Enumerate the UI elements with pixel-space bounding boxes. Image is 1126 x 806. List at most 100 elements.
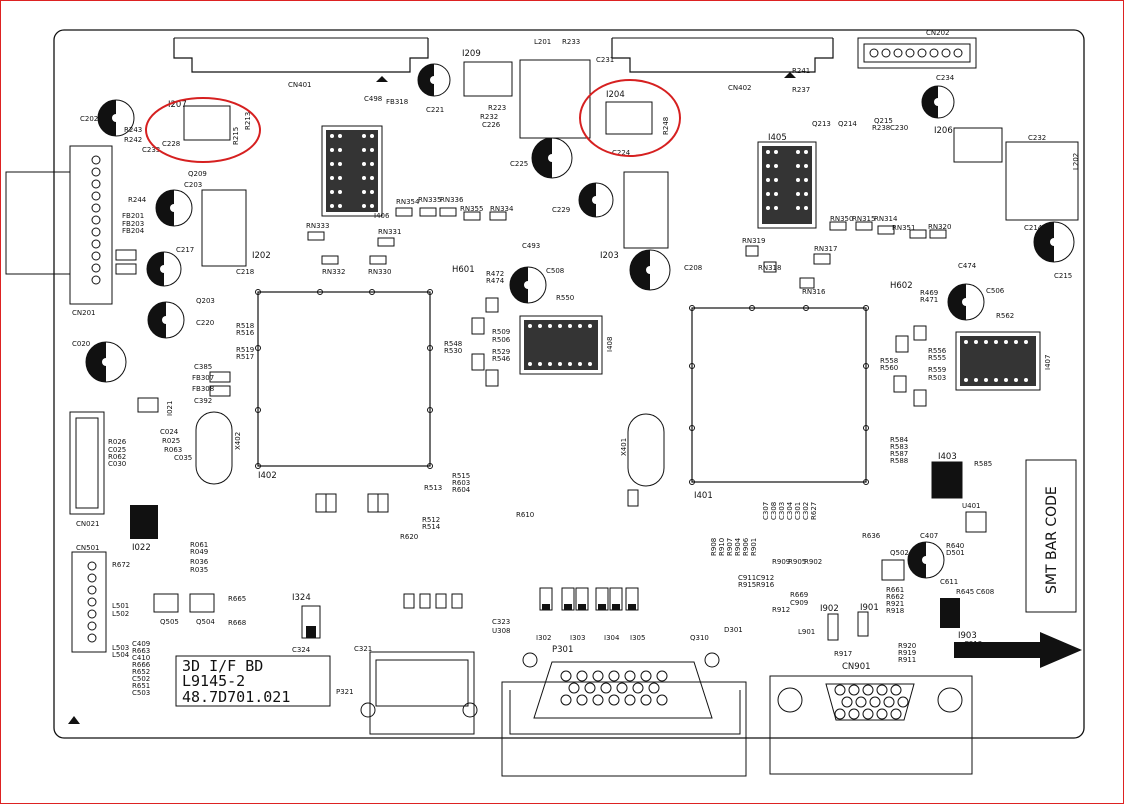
label-c229: C229 — [552, 206, 570, 214]
ic-i206: I206 — [934, 126, 1003, 163]
label-fb318: FB318 — [386, 98, 408, 106]
label-r049: R049 — [190, 548, 208, 556]
label-c218: C218 — [236, 268, 254, 276]
label-c911: C911 — [738, 574, 756, 582]
label-c233: C233 — [142, 146, 160, 154]
label-h601: H601 — [452, 265, 475, 275]
label-r904: R904 — [734, 537, 742, 556]
label-c611: C611 — [940, 578, 958, 586]
label-r471: R471 — [920, 296, 938, 304]
highlight-i204 — [579, 79, 681, 157]
label-i903: I903 — [958, 631, 977, 641]
board-label-line1: 3D I/F BD — [182, 657, 263, 675]
label-c502: C502 — [132, 675, 150, 683]
label-r902: R902 — [804, 558, 822, 566]
ic-i202: I202 — [201, 189, 271, 267]
label-r627: R627 — [810, 502, 818, 520]
board-label-line3: 48.7D701.021 — [182, 688, 290, 706]
label-r910: R910 — [718, 538, 726, 556]
label-rn318: RN318 — [758, 264, 781, 272]
label-c230: C230 — [890, 124, 908, 132]
label-l502: L502 — [112, 610, 129, 618]
label-r215: R215 — [232, 127, 240, 145]
label-r474: R474 — [486, 277, 505, 285]
label-c221: C221 — [426, 106, 444, 114]
resistor-networks — [115, 207, 947, 513]
label-c303: C303 — [778, 502, 786, 520]
label-i901: I901 — [860, 603, 879, 613]
label-i021: I021 — [166, 401, 174, 416]
label-i405: I405 — [768, 133, 787, 143]
label-r636: R636 — [862, 532, 881, 540]
label-c202: C202 — [80, 115, 98, 123]
label-r603: R603 — [452, 479, 470, 487]
label-r665: R665 — [228, 595, 246, 603]
connector-cn901: CN901 — [769, 662, 973, 775]
board-label-box: 3D I/F BD L9145-2 48.7D701.021 — [175, 655, 331, 707]
label-x401: X401 — [620, 438, 628, 456]
label-r248: R248 — [662, 117, 670, 135]
label-c392: C392 — [194, 397, 212, 405]
label-c025: C025 — [108, 446, 126, 454]
label-cn402: CN402 — [728, 84, 752, 92]
label-r518: R518 — [236, 322, 254, 330]
label-r919: R919 — [898, 649, 916, 657]
label-r243: R243 — [124, 126, 142, 134]
bga-chip-i408: I408 — [519, 315, 614, 375]
label-i403: I403 — [938, 452, 957, 462]
bga-chip-left: I406 — [321, 125, 390, 220]
ic-i209: I209 — [462, 49, 513, 97]
label-r663: R663 — [132, 647, 150, 655]
label-fb204: FB204 — [122, 227, 145, 235]
label-c208: C208 — [684, 264, 702, 272]
label-r916: R916 — [756, 581, 775, 589]
label-rn320: RN320 — [928, 223, 951, 231]
label-r035: R035 — [190, 566, 208, 574]
label-c228: C228 — [162, 140, 180, 148]
label-r512: R512 — [422, 516, 440, 524]
label-c035: C035 — [174, 454, 192, 462]
label-c385: C385 — [194, 363, 212, 371]
label-r063: R063 — [164, 446, 182, 454]
ic-i207: I207 C228 R215 R213 — [162, 100, 252, 148]
label-i401: I401 — [694, 491, 713, 501]
label-r241: R241 — [792, 67, 810, 75]
transistors-q504-q505: Q505 Q504 — [153, 593, 215, 626]
label-q214: Q214 — [838, 120, 857, 128]
label-r918: R918 — [886, 607, 904, 615]
label-fb308: FB308 — [192, 385, 214, 393]
label-rn330: RN330 — [368, 268, 391, 276]
label-q502: Q502 — [890, 549, 909, 557]
label-i302: I302 — [536, 634, 551, 642]
label-r587: R587 — [890, 450, 908, 458]
label-r604: R604 — [452, 486, 471, 494]
label-r025: R025 — [162, 437, 180, 445]
label-r669: R669 — [790, 591, 808, 599]
label-c307: C307 — [762, 502, 770, 520]
label-c302: C302 — [802, 502, 810, 520]
label-r915: R915 — [738, 581, 756, 589]
label-r588: R588 — [890, 457, 908, 465]
label-r559: R559 — [928, 366, 946, 374]
label-i324: I324 — [292, 593, 311, 603]
label-rn354: RN354 — [396, 198, 420, 206]
label-p321: P321 — [336, 688, 354, 696]
label-r560: R560 — [880, 364, 898, 372]
connector-cn501: CN501 — [71, 544, 107, 653]
label-r562: R562 — [996, 312, 1014, 320]
label-r907: R907 — [726, 538, 734, 556]
label-r233: R233 — [562, 38, 580, 46]
label-c474: C474 — [958, 262, 977, 270]
label-r921: R921 — [886, 600, 904, 608]
label-c323: C323 — [492, 618, 510, 626]
label-r909: R909 — [772, 558, 790, 566]
label-i902: I902 — [820, 604, 839, 614]
label-p301: P301 — [552, 645, 573, 655]
label-rn333: RN333 — [306, 222, 329, 230]
label-r555: R555 — [928, 354, 946, 362]
label-rn314: RN314 — [874, 215, 898, 223]
label-rn331: RN331 — [378, 228, 401, 236]
ic-i401: I401 — [689, 305, 869, 501]
label-d301: D301 — [724, 626, 743, 634]
label-i202: I202 — [252, 251, 271, 261]
